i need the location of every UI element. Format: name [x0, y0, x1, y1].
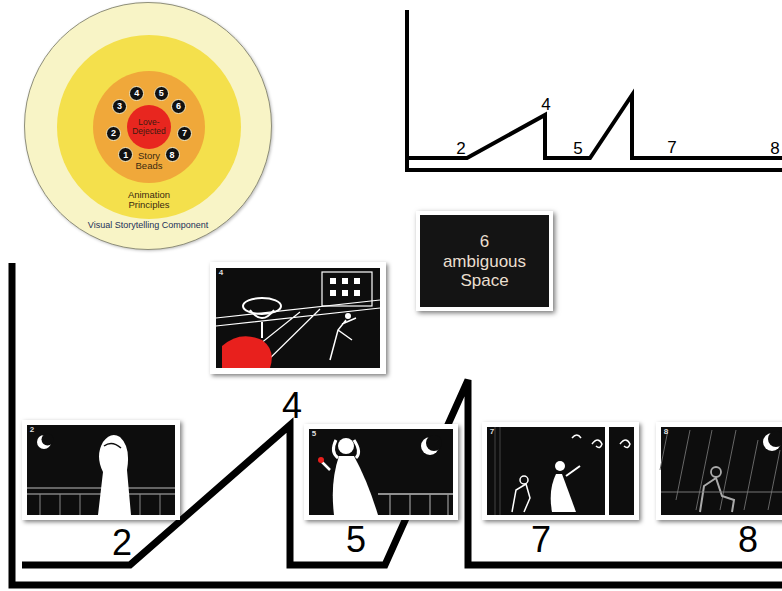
railing-lines: [661, 491, 782, 492]
panel-background: [27, 425, 175, 515]
rose: [318, 457, 324, 463]
node-text: 6 ambiguous Space: [441, 232, 529, 291]
callout-number: 7: [667, 139, 676, 156]
callout-number: 4: [282, 388, 302, 424]
panel-frame: [656, 422, 782, 520]
panel-background: [216, 268, 380, 368]
moon-shadow: [426, 435, 442, 451]
node-text: Visual Storytelling Component: [63, 221, 233, 231]
callout-number: 2: [112, 525, 132, 561]
figure-arm: [322, 462, 330, 470]
railing-lines: [378, 493, 453, 495]
story-bead: 5: [154, 86, 169, 101]
panel-background: [487, 427, 634, 515]
building-outline: [322, 272, 372, 306]
callout-number: 7: [490, 428, 494, 436]
story-bead: 6: [171, 99, 186, 114]
story-bead: 7: [177, 126, 192, 141]
railing-posts: [495, 427, 500, 515]
graph-axis: [407, 10, 782, 170]
node-text: 5: [155, 89, 168, 98]
figure-head: [555, 461, 565, 471]
storytelling-circle: Visual Storytelling Component Animation P…: [24, 2, 272, 250]
callout-number: 8: [738, 522, 758, 558]
couple-silhouette: [98, 435, 131, 515]
node-text: 2: [107, 129, 120, 138]
moon-shadow: [768, 431, 782, 447]
wind-swirls: [572, 435, 630, 448]
running-woman: [551, 474, 576, 512]
panel-frame: [304, 424, 458, 520]
node-text: 7: [178, 129, 191, 138]
panel-background: [661, 427, 782, 515]
node-text: 8: [166, 150, 179, 159]
callout-number: 2: [456, 140, 465, 157]
node-text: Love-Dejected: [128, 118, 170, 137]
moon-shadow: [42, 434, 54, 446]
callout-number: 8: [770, 140, 779, 157]
rain-lines: [660, 430, 780, 510]
story-bead: 3: [112, 99, 127, 114]
story-curve: [407, 95, 782, 158]
ambiguous-space-box: 6 ambiguous Space: [416, 211, 553, 311]
callout-number: 5: [573, 140, 582, 157]
story-bead: 2: [106, 126, 121, 141]
railing-lines: [216, 300, 380, 368]
woman-silhouette: [333, 456, 378, 515]
crouching-man: [512, 484, 530, 512]
kneeling-figure: [700, 478, 734, 512]
core-emotion-circle: Love-Dejected: [127, 105, 171, 149]
panel-divider: [605, 427, 609, 515]
wine-glass-stem: [250, 310, 274, 338]
figure-head: [345, 313, 351, 319]
railing-posts: [390, 494, 448, 515]
callout-number: 8: [664, 428, 668, 436]
callout-number: 4: [219, 269, 223, 277]
node-text: Animation Principles: [109, 190, 189, 211]
node-text: 6: [172, 102, 185, 111]
principles-circle: Animation PrinciplesStory BeadsLove-Deje…: [57, 35, 241, 219]
story-bead: 8: [165, 147, 180, 162]
callout-number: 5: [312, 430, 316, 438]
figure-head: [711, 467, 721, 477]
callout-number: 7: [531, 522, 551, 558]
figure-head: [520, 476, 528, 484]
panel-background: [309, 429, 453, 515]
panel-frame: [482, 422, 639, 520]
spilled-heart: [222, 336, 272, 368]
wine-glass: [243, 298, 281, 314]
callout-number: 2: [30, 426, 34, 434]
node-text: 1: [119, 150, 132, 159]
callout-number: 4: [541, 96, 550, 113]
panel-frame: [210, 262, 386, 374]
couple-detail: [104, 443, 121, 448]
panel-frame: [22, 420, 180, 520]
story-bead: 4: [129, 86, 144, 101]
callout-number: 5: [346, 522, 366, 558]
figure-head: [338, 438, 354, 454]
story-beads-circle: Story BeadsLove-Dejected12345678: [93, 71, 205, 183]
node-text: 4: [130, 89, 143, 98]
walking-figure: [330, 318, 356, 360]
figure-arm: [566, 466, 580, 476]
building-windows: [330, 278, 360, 296]
node-text: 3: [113, 102, 126, 111]
story-bead: 1: [118, 147, 133, 162]
figure-hair: [333, 440, 358, 458]
